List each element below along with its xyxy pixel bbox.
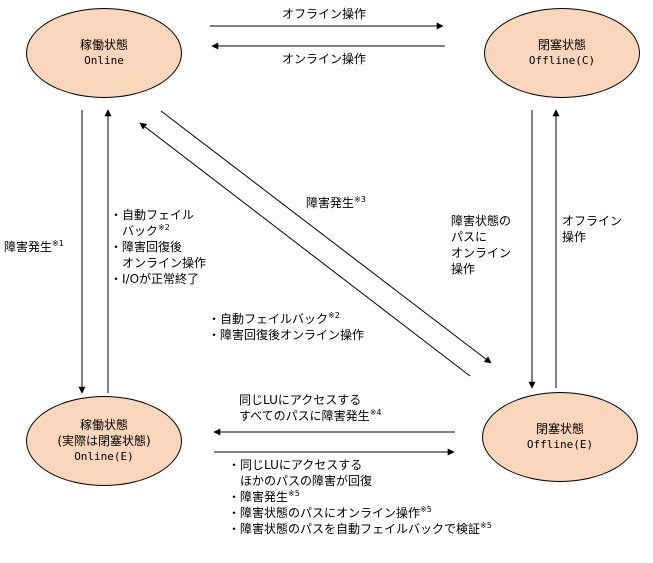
label-online-op-failed-path: 障害状態の パスに オンライン 操作 [451, 214, 512, 276]
label-same-lu-all-failed: 同じLUにアクセスする すべてのパスに障害発生※4 [239, 393, 382, 423]
state-online-title: 稼働状態 [79, 38, 128, 52]
label-failure-1: 障害発生※1 [4, 239, 64, 255]
state-offline-e-sub: Offline(E) [526, 438, 594, 451]
label-offline-op-top: オフライン操作 [282, 7, 367, 21]
state-offline-e-title: 閉塞状態 [535, 422, 584, 436]
label-failure-3: 障害発生※3 [306, 195, 366, 211]
state-offline-c-sub: Offline(C) [528, 54, 596, 67]
state-online-e: 稼働状態 (実際は閉塞状態) Online(E) [26, 396, 182, 486]
state-offline-c: 閉塞状態 Offline(C) [484, 8, 640, 98]
state-online-e-title: 稼働状態 [79, 418, 128, 432]
state-online-sub: Online [84, 54, 124, 67]
state-online: 稼働状態 Online [26, 8, 182, 98]
state-online-e-title2: (実際は閉塞状態) [57, 434, 151, 448]
label-failback-diagonal: ・自動フェイルバック※2 ・障害回復後オンライン操作 [208, 311, 365, 343]
label-online-op-top: オンライン操作 [282, 52, 367, 66]
label-bottom-group: ・同じLUにアクセスする ほかのパスの障害が回復 ・障害発生※5 ・障害状態のパ… [228, 458, 492, 536]
label-offline-op-right: オフライン 操作 [562, 214, 623, 244]
arrow-offline-e-to-online [139, 122, 471, 377]
state-offline-e: 閉塞状態 Offline(E) [482, 392, 638, 482]
state-offline-c-title: 閉塞状態 [537, 38, 586, 52]
label-failback-group: ・自動フェイル バック※2 ・障害回復後 オンライン操作 ・I/Oが正常終了 [110, 208, 207, 286]
arrow-online-to-offline-e [160, 110, 492, 364]
state-online-e-sub: Online(E) [74, 450, 134, 463]
